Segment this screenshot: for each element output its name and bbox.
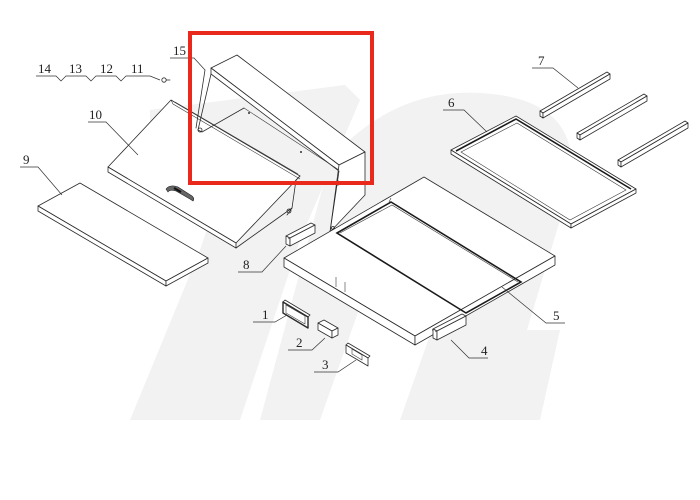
callout-4: 4 xyxy=(481,343,488,358)
callout-15: 15 xyxy=(173,43,186,58)
callout-7: 7 xyxy=(538,53,545,68)
part-11-knob[interactable] xyxy=(161,77,171,83)
callout-5: 5 xyxy=(553,308,560,323)
leader-lines xyxy=(20,57,579,373)
callout-labels: 14 13 12 11 15 10 9 8 7 6 5 1 2 3 4 xyxy=(23,43,560,372)
part-3-plate[interactable] xyxy=(345,342,371,367)
part-15-hood[interactable] xyxy=(195,54,366,233)
callout-12: 12 xyxy=(100,61,113,76)
callout-10: 10 xyxy=(89,107,102,122)
part-9-board[interactable] xyxy=(37,182,209,287)
part-1-panel[interactable] xyxy=(282,299,311,329)
callout-13: 13 xyxy=(69,61,82,76)
callout-11: 11 xyxy=(131,61,144,76)
part-4-bracket[interactable] xyxy=(432,313,467,341)
handle-icon xyxy=(165,185,195,202)
part-2-box[interactable] xyxy=(317,319,339,339)
callout-8: 8 xyxy=(243,257,250,272)
callout-14: 14 xyxy=(38,61,52,76)
callout-3: 3 xyxy=(322,357,329,372)
callout-9: 9 xyxy=(23,152,30,167)
callout-1: 1 xyxy=(262,307,269,322)
part-7-rails[interactable] xyxy=(539,71,689,168)
part-8-bracket[interactable] xyxy=(285,222,316,247)
part-10-cover[interactable] xyxy=(107,99,301,249)
callout-2: 2 xyxy=(296,335,303,350)
part-6-tray[interactable] xyxy=(450,115,637,229)
callout-6: 6 xyxy=(448,95,455,110)
highlight-box xyxy=(188,31,374,185)
